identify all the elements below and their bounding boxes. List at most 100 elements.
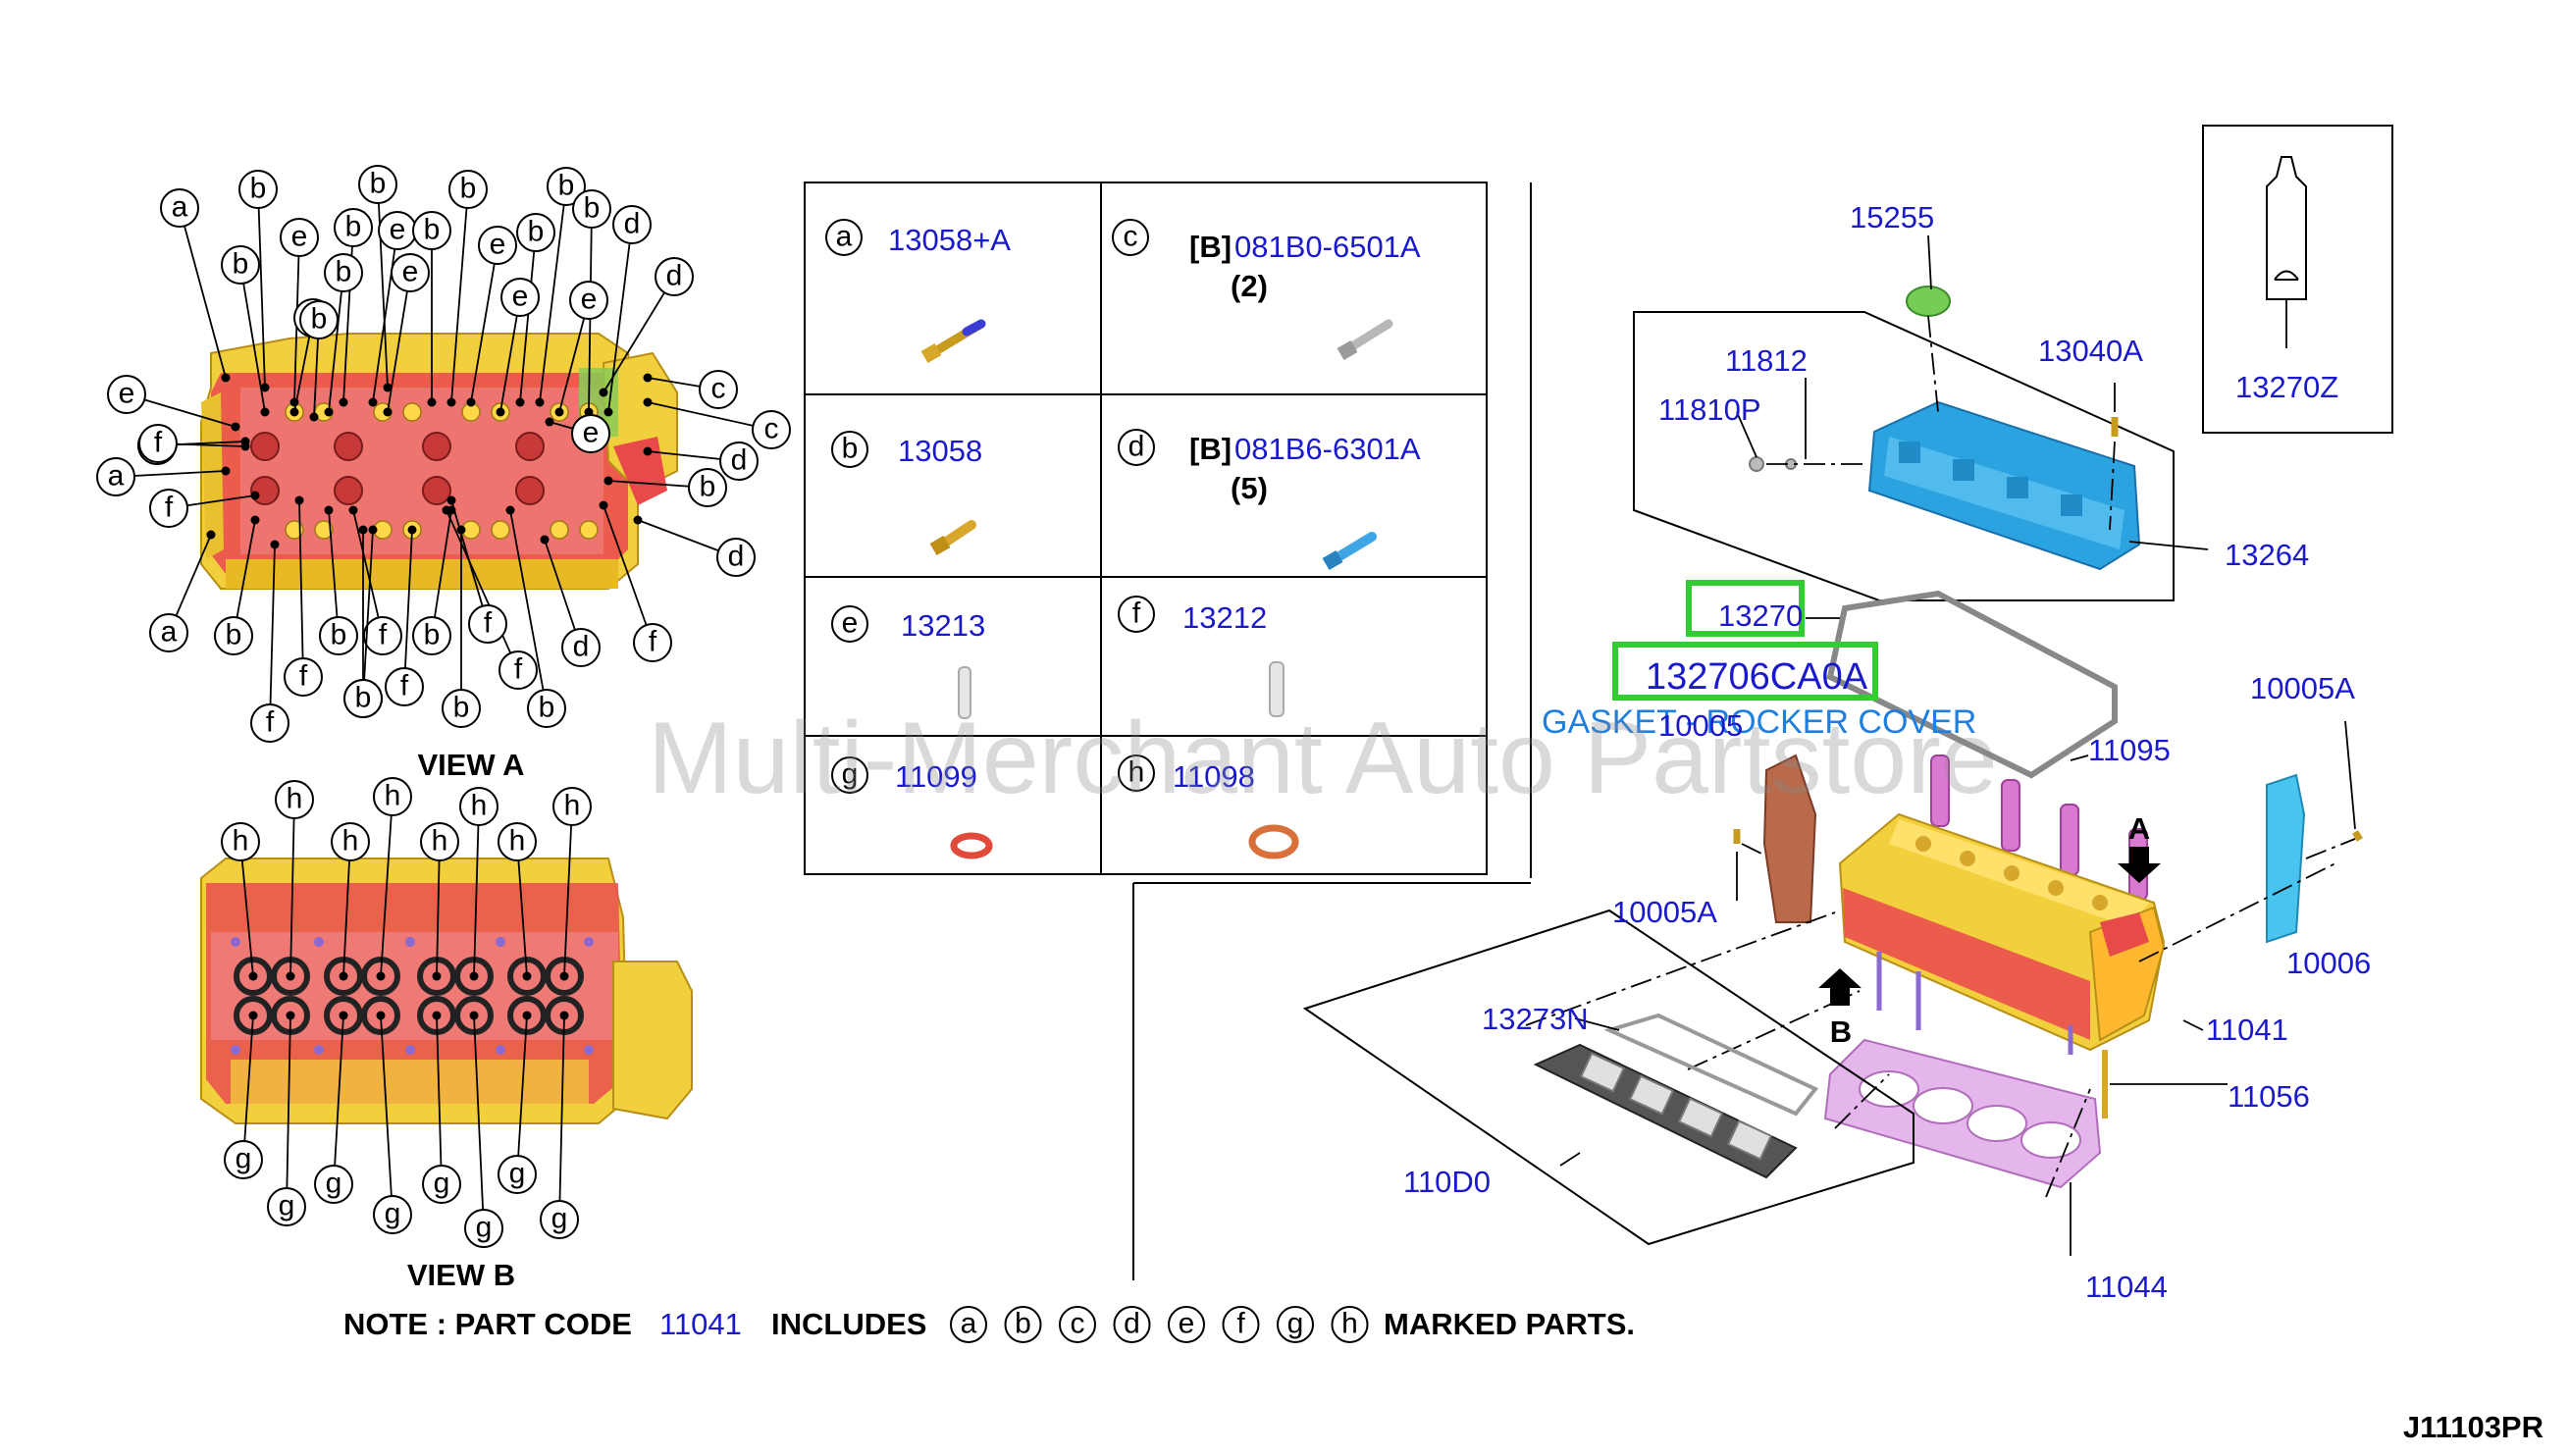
callout-e: e	[107, 375, 240, 432]
svg-text:b: b	[539, 692, 555, 724]
part-link-13264[interactable]: 13264	[2225, 538, 2309, 572]
svg-text:g: g	[236, 1143, 252, 1175]
part-link-13273N[interactable]: 13273N	[1482, 1002, 1589, 1036]
seal-h-sketch	[1248, 824, 1299, 859]
callout-h: h	[275, 780, 314, 981]
callout-d: d	[643, 442, 759, 481]
callout-b: b	[299, 300, 339, 422]
callout-e: e	[554, 281, 608, 417]
callout-f: f	[1222, 1306, 1260, 1343]
callout-h: h	[373, 777, 412, 981]
callout-f: f	[385, 525, 424, 706]
legend-part-sketches	[920, 319, 1393, 859]
callout-e: e	[496, 278, 540, 417]
callout-g: g	[1277, 1306, 1314, 1343]
callout-b: b	[319, 505, 358, 655]
legend-qty: (2)	[1231, 269, 1268, 303]
svg-text:b: b	[424, 619, 441, 651]
part-link-132706CA0A[interactable]: 132706CA0A	[1646, 656, 1868, 698]
legend-cell-h: h 11098	[1118, 754, 1255, 794]
cylinder-head-illustration	[1838, 812, 2166, 1052]
svg-text:c: c	[711, 373, 726, 405]
part-link-11095[interactable]: 11095	[2088, 733, 2171, 767]
callout-h: h	[552, 787, 592, 981]
callout-b: b	[334, 208, 373, 407]
svg-text:c: c	[764, 413, 779, 445]
part-link-11810P[interactable]: 11810P	[1658, 392, 1761, 427]
callout-b: b	[343, 525, 383, 718]
legend-part-link[interactable]: 081B6-6301A	[1234, 432, 1421, 466]
callout-b: b	[446, 170, 488, 407]
svg-text:a: a	[108, 460, 125, 493]
svg-text:g: g	[326, 1168, 342, 1200]
part-link-110D0[interactable]: 110D0	[1403, 1165, 1491, 1199]
callout-f: f	[442, 505, 538, 690]
legend-part-link[interactable]: 13058	[898, 434, 982, 468]
part-link-10005[interactable]: 10005	[1658, 708, 1743, 743]
svg-text:b: b	[311, 303, 328, 336]
part-link-15255[interactable]: 15255	[1850, 200, 1934, 234]
gasket-description: GASKET - ROCKER COVER	[1542, 703, 1976, 741]
callout-f: f	[138, 424, 250, 463]
part-link-11044[interactable]: 11044	[2085, 1270, 2168, 1304]
callout-a: a	[149, 530, 216, 652]
svg-text:e: e	[1179, 1308, 1195, 1340]
svg-text:f: f	[299, 660, 308, 693]
bolt-c-sketch	[1337, 319, 1393, 361]
svg-text:h: h	[471, 790, 488, 822]
svg-text:h: h	[233, 825, 249, 858]
part-link-13040A[interactable]: 13040A	[2038, 334, 2143, 368]
callout-b: b	[515, 213, 555, 407]
svg-text:f: f	[1132, 598, 1141, 630]
part-link-10005A-right[interactable]: 10005A	[2250, 671, 2355, 705]
highlight-box-132706CA0A	[1612, 642, 1878, 701]
diagram-code: J11103PR	[2403, 1410, 2544, 1444]
svg-text:e: e	[291, 221, 308, 253]
legend-part-link[interactable]: 13058+A	[888, 223, 1011, 257]
part-link-11056[interactable]: 11056	[2228, 1079, 2310, 1114]
legend-part-link[interactable]: 081B0-6501A	[1234, 230, 1421, 264]
callout-d: d	[1118, 429, 1155, 466]
svg-text:b: b	[233, 248, 249, 281]
svg-text:b: b	[250, 173, 267, 205]
part-link-13270Z[interactable]: 13270Z	[2235, 370, 2338, 404]
svg-text:b: b	[424, 214, 441, 246]
svg-text:b: b	[453, 692, 470, 724]
part-link-13270[interactable]: 13270	[1718, 598, 1803, 633]
part-link-10005A-left[interactable]: 10005A	[1612, 895, 1717, 929]
part-link-11812[interactable]: 11812	[1725, 343, 1808, 378]
callout-g: g	[373, 1011, 412, 1234]
callout-f: f	[1118, 596, 1155, 633]
callout-h: h	[221, 822, 260, 981]
callout-f: f	[284, 495, 323, 697]
svg-text:e: e	[490, 229, 506, 261]
legend-part-link[interactable]: 13212	[1182, 600, 1267, 635]
svg-text:d: d	[573, 631, 590, 663]
svg-text:b: b	[336, 256, 352, 288]
seal-g-sketch	[950, 832, 993, 859]
svg-text:b: b	[226, 619, 242, 651]
svg-text:b: b	[345, 211, 362, 243]
legend-part-link[interactable]: 11098	[1173, 759, 1255, 794]
note-part-code-link[interactable]: 11041	[659, 1307, 742, 1341]
svg-text:e: e	[581, 284, 598, 316]
callout-b: b	[358, 165, 397, 392]
svg-text:h: h	[1128, 756, 1145, 789]
svg-text:e: e	[402, 256, 419, 288]
legend-part-link[interactable]: 13213	[901, 608, 985, 643]
svg-text:f: f	[1236, 1308, 1245, 1340]
callout-g: g	[314, 1011, 353, 1204]
callout-a: a	[950, 1306, 987, 1343]
callout-d: d	[603, 205, 652, 417]
leader-13264	[2128, 541, 2209, 550]
callout-e: e	[1168, 1306, 1205, 1343]
callout-b: b	[221, 245, 270, 417]
part-link-10006[interactable]: 10006	[2286, 946, 2371, 980]
part-link-11041[interactable]: 11041	[2206, 1013, 2288, 1047]
svg-text:c: c	[1124, 221, 1138, 253]
legend-part-link[interactable]: 11099	[895, 759, 977, 794]
